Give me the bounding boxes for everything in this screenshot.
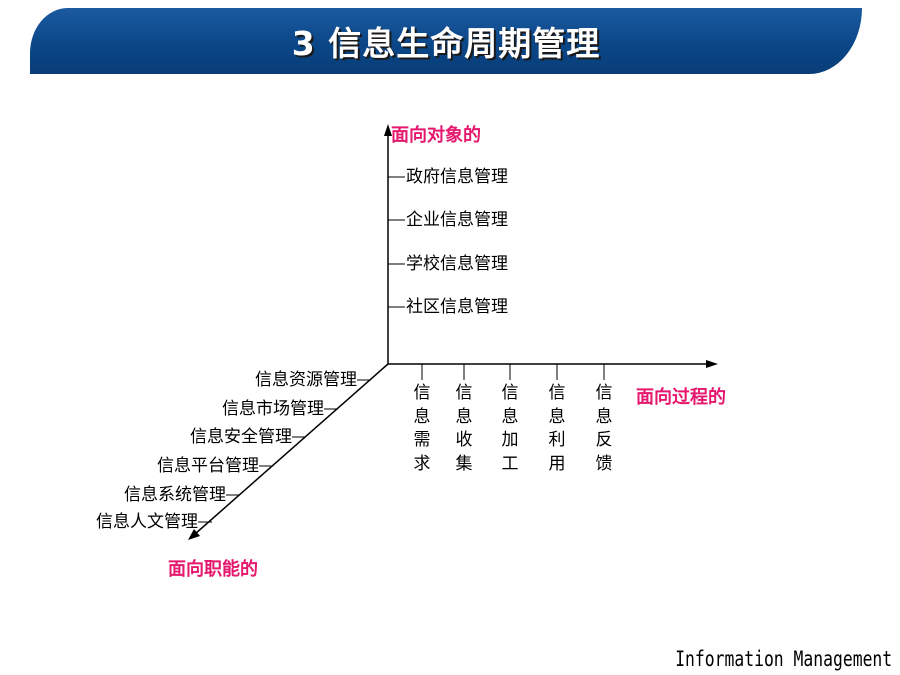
process-item-label: 信 息 利 用 <box>548 383 566 474</box>
process-item-label: 信 息 加 工 <box>501 383 519 474</box>
process-axis-title: 面向过程的 <box>636 387 726 408</box>
object-axis-title: 面向对象的 <box>391 125 481 146</box>
object-axis-arrow <box>384 124 392 136</box>
title-banner: 3 信息生命周期管理 <box>30 8 862 74</box>
function-axis-arrow <box>188 529 200 540</box>
function-axis-title: 面向职能的 <box>168 559 258 580</box>
process-item-label: 信 息 需 求 <box>413 383 431 474</box>
function-item-label: 信息市场管理 <box>222 399 324 419</box>
slide-title: 3 信息生命周期管理 <box>291 24 601 63</box>
function-item-label: 信息资源管理 <box>255 370 357 390</box>
object-item-label: 政府信息管理 <box>406 167 508 187</box>
process-item-label: 信 息 反 馈 <box>595 383 613 474</box>
function-item-label: 信息系统管理 <box>124 485 226 505</box>
function-axis-line <box>194 363 389 535</box>
process-item-label: 信 息 收 集 <box>455 383 473 474</box>
object-item-label: 企业信息管理 <box>406 210 508 230</box>
process-axis-arrow <box>706 360 718 368</box>
object-item-label: 学校信息管理 <box>406 254 508 274</box>
object-item-label: 社区信息管理 <box>406 297 508 317</box>
footer-caption: Information Management <box>675 647 892 671</box>
function-item-label: 信息人文管理 <box>96 512 198 532</box>
function-item-label: 信息平台管理 <box>157 456 259 476</box>
function-item-label: 信息安全管理 <box>190 427 292 447</box>
